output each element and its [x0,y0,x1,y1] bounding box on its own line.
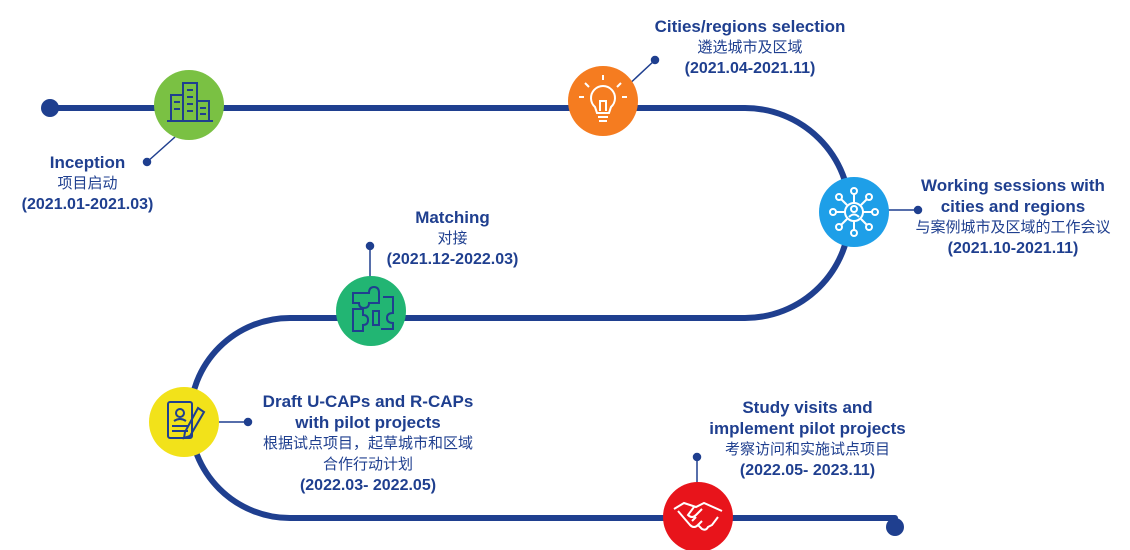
node-inception [154,70,224,140]
selection-zh: 遴选城市及区域 [697,38,803,56]
label-working: Working sessions with cities and regions… [902,175,1124,259]
timeline-road [47,105,898,521]
puzzle-icon [352,285,394,332]
draft-zh-line2: 合作行动计划 [322,455,413,473]
connector-dot-matching [365,241,375,251]
connector-inception [146,136,176,163]
matching-title: Matching [415,208,490,227]
node-working [819,177,889,247]
buildings-icon [167,82,213,122]
handshake-icon [673,501,723,531]
connector-dot-working [913,205,923,215]
study-title-line1: Study visits and [742,398,873,417]
node-selection [568,66,638,136]
working-title-line1: Working sessions with [921,176,1105,195]
inception-zh: 项目启动 [57,174,118,192]
document-pen-icon [167,401,206,440]
selection-title: Cities/regions selection [654,17,846,36]
connector-dot-draft [243,417,253,427]
label-inception: Inception 项目启动 (2021.01-2021.03) [0,152,175,215]
selection-date: (2021.04-2021.11) [684,60,816,77]
inception-date: (2021.01-2021.03) [21,196,154,213]
connector-dot-selection [650,55,660,65]
draft-date: (2022.03- 2022.05) [299,477,437,494]
connector-dot-inception [142,157,152,167]
draft-zh-line1: 根据试点项目，起草城市和区域 [262,434,473,452]
node-study [663,482,733,550]
node-matching [336,276,406,346]
timeline-start-dot [41,99,59,117]
draft-title-line1: Draft U-CAPs and R-CAPs [262,392,474,411]
inception-title: Inception [49,153,126,172]
study-date: (2022.05- 2023.11) [739,462,876,479]
study-title-line2: implement pilot projects [709,419,906,438]
lightbulb-icon [579,75,627,122]
connector-dot-study [692,452,702,462]
study-zh: 考察访问和实施试点项目 [724,440,890,458]
matching-date: (2021.12-2022.03) [386,251,519,268]
network-person-icon [829,187,879,237]
label-matching: Matching 对接 (2021.12-2022.03) [365,207,540,270]
working-date: (2021.10-2021.11) [947,240,1079,257]
timeline-end-dot [886,518,904,536]
label-draft: Draft U-CAPs and R-CAPs with pilot proje… [238,391,498,496]
working-title-line2: cities and regions [940,197,1086,216]
working-zh: 与案例城市及区域的工作会议 [915,218,1111,236]
matching-zh: 对接 [437,229,468,247]
node-draft [149,387,219,457]
draft-title-line2: with pilot projects [295,413,441,432]
label-study: Study visits and implement pilot project… [690,397,925,481]
label-selection: Cities/regions selection 遴选城市及区域 (2021.0… [640,16,860,79]
